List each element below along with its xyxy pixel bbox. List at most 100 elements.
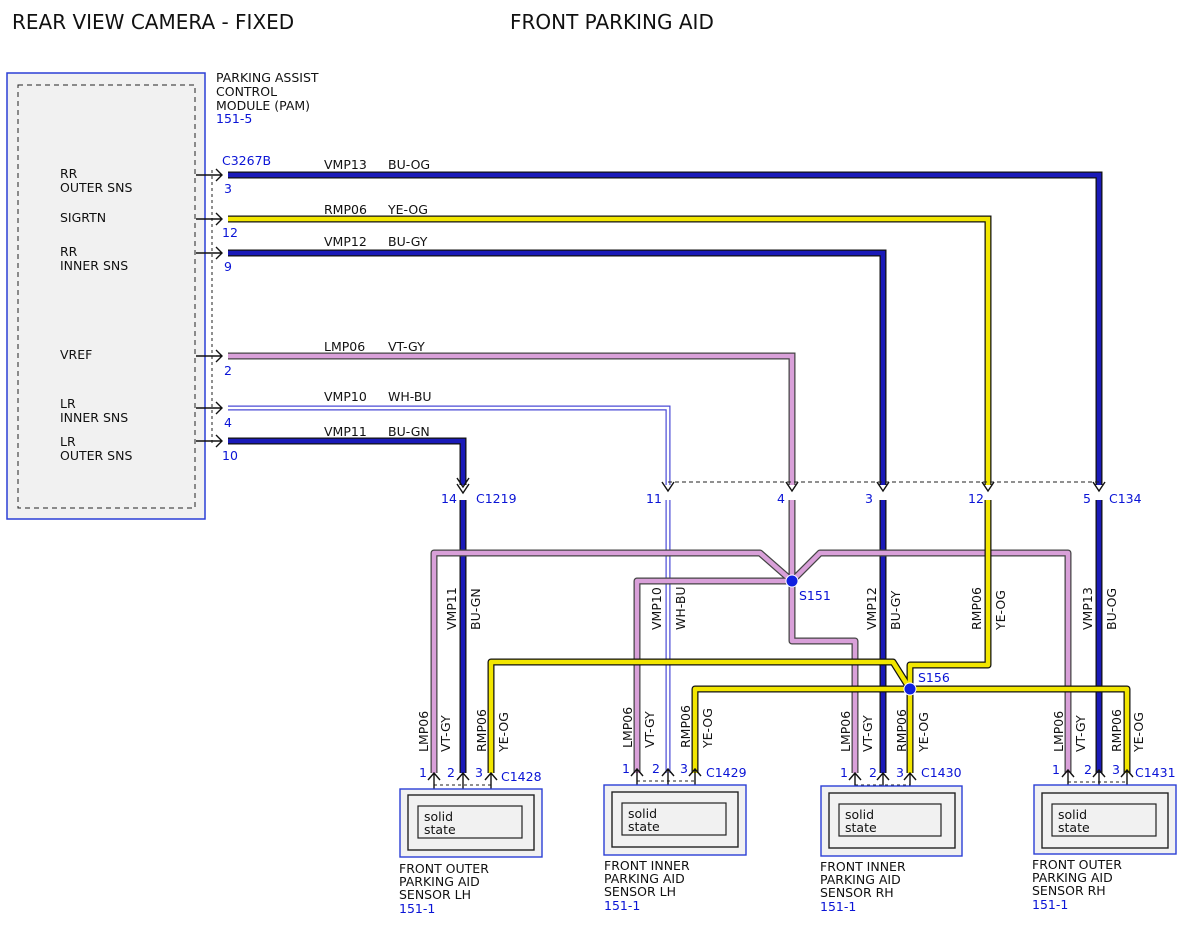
- s3-name-1: FRONT INNER: [820, 859, 906, 874]
- s3-pin-1: 1: [840, 765, 848, 780]
- pin-label-rr-outer-2: OUTER SNS: [60, 180, 132, 195]
- pin-label-sigrtn: SIGRTN: [60, 210, 106, 225]
- s2-pin-1: 1: [622, 761, 630, 776]
- splice-s151-label: S151: [799, 588, 831, 603]
- wire-vmp12: [228, 249, 887, 485]
- s1-state: state: [424, 822, 456, 837]
- s4-name-1: FRONT OUTER: [1032, 857, 1122, 872]
- s4-connector-name: C1431: [1135, 765, 1176, 780]
- s2-solid: solid: [628, 806, 657, 821]
- s1-wire-rmp06: RMP06: [474, 709, 489, 752]
- wire-color-bu-gy: BU-GY: [388, 234, 428, 249]
- s3-connector-name: C1430: [921, 765, 962, 780]
- pam-connector-name: C3267B: [222, 153, 271, 168]
- wire-color-wh-bu: WH-BU: [388, 389, 432, 404]
- s3-state: state: [845, 820, 877, 835]
- wire-color-ye-og: YE-OG: [387, 202, 428, 217]
- pam-module-frame: [6, 72, 206, 520]
- vlabel-vmp12: VMP12: [864, 587, 879, 630]
- sensor-c1428: LMP06 VT-GY RMP06 YE-OG 1 2 3 C1428 soli…: [399, 709, 543, 916]
- wire-vmp11: [228, 437, 467, 485]
- s1-wire-vt-gy: VT-GY: [438, 715, 453, 752]
- wire-label-vmp11: VMP11: [324, 424, 367, 439]
- s1-ref: 151-1: [399, 901, 435, 916]
- s1-wire-lmp06: LMP06: [416, 711, 431, 752]
- s2-wire-lmp06: LMP06: [620, 707, 635, 748]
- s3-wire-lmp06: LMP06: [838, 711, 853, 752]
- pin-number-4: 4: [224, 415, 232, 430]
- s1-pin-2: 2: [447, 765, 455, 780]
- module-pin-arrows: [196, 168, 223, 448]
- s2-ref: 151-1: [604, 898, 640, 913]
- wire-label-rmp06: RMP06: [324, 202, 367, 217]
- wire-lmp06: [228, 352, 796, 485]
- s2-name-1: FRONT INNER: [604, 858, 690, 873]
- s2-wire-rmp06: RMP06: [678, 705, 693, 748]
- pin-label-lr-outer-2: OUTER SNS: [60, 448, 132, 463]
- pin-label-rr-inner-2: INNER SNS: [60, 258, 128, 273]
- s4-wire-lmp06: LMP06: [1051, 711, 1066, 752]
- c134-name: C134: [1109, 491, 1142, 506]
- vlabel-vmp13: VMP13: [1080, 587, 1095, 630]
- vlabel-vmp10: VMP10: [649, 587, 664, 630]
- inline-connector-chevrons: [456, 477, 1106, 495]
- c134-pin-4: 4: [777, 491, 785, 506]
- s4-name-2: PARKING AID: [1032, 870, 1113, 885]
- splice-s156-label: S156: [918, 670, 950, 685]
- s4-ref: 151-1: [1032, 897, 1068, 912]
- header-front-parking-aid: FRONT PARKING AID: [510, 10, 714, 34]
- s4-wire-ye-og: YE-OG: [1131, 712, 1146, 753]
- c134-pin-12: 12: [968, 491, 984, 506]
- pin-label-rr-outer-1: RR: [60, 166, 78, 181]
- c1219-pin: 14: [441, 491, 457, 506]
- wire-label-vmp13: VMP13: [324, 157, 367, 172]
- lower-yellow-wires: [487, 500, 1131, 773]
- s4-pin-3: 3: [1112, 762, 1120, 777]
- splice-s156-dot: [903, 682, 917, 696]
- s2-name-3: SENSOR LH: [604, 884, 676, 899]
- vlabel-ye-og: YE-OG: [993, 590, 1008, 631]
- s1-pin-1: 1: [419, 765, 427, 780]
- lower-violet-wires: [430, 500, 1072, 773]
- s2-pin-3: 3: [680, 761, 688, 776]
- c134-pin-3: 3: [865, 491, 873, 506]
- s2-connector-name: C1429: [706, 765, 747, 780]
- pam-name-line-3: MODULE (PAM): [216, 98, 310, 113]
- s1-solid: solid: [424, 809, 453, 824]
- wire-label-vmp10: VMP10: [324, 389, 367, 404]
- c134-pin-5: 5: [1083, 491, 1091, 506]
- s3-wire-ye-og: YE-OG: [916, 712, 931, 753]
- vlabel-bu-gy: BU-GY: [888, 590, 903, 630]
- vlabel-rmp06: RMP06: [969, 587, 984, 630]
- s3-wire-rmp06: RMP06: [894, 709, 909, 752]
- pin-number-2: 2: [224, 363, 232, 378]
- s2-name-2: PARKING AID: [604, 871, 685, 886]
- s2-wire-vt-gy: VT-GY: [642, 711, 657, 748]
- sensor-c1431: LMP06 VT-GY RMP06 YE-OG 1 2 3 C1431 soli…: [1032, 709, 1177, 912]
- s3-wire-vt-gy: VT-GY: [860, 715, 875, 752]
- header-rear-view-camera: REAR VIEW CAMERA - FIXED: [12, 10, 294, 34]
- pam-ref: 151-5: [216, 111, 252, 126]
- wire-rmp06: [228, 215, 992, 485]
- wire-vmp13: [228, 171, 1103, 485]
- vlabel-vmp11: VMP11: [444, 587, 459, 630]
- pin-label-vref: VREF: [60, 347, 92, 362]
- wire-vmp10: [228, 405, 671, 485]
- wire-label-vmp12: VMP12: [324, 234, 367, 249]
- vlabel-bu-og: BU-OG: [1104, 588, 1119, 630]
- s3-name-2: PARKING AID: [820, 872, 901, 887]
- pin-label-rr-inner-1: RR: [60, 244, 78, 259]
- s1-connector-name: C1428: [501, 769, 542, 784]
- lower-blue-wires: [459, 500, 1103, 773]
- sensor-c1429: LMP06 VT-GY RMP06 YE-OG 1 2 3 C1429 soli…: [603, 705, 747, 913]
- pam-name-line-2: CONTROL: [216, 84, 277, 99]
- splice-s151-dot: [785, 574, 799, 588]
- c1219-name: C1219: [476, 491, 517, 506]
- pin-number-12: 12: [222, 225, 238, 240]
- s3-ref: 151-1: [820, 899, 856, 914]
- s3-pin-3: 3: [896, 765, 904, 780]
- pin-number-3: 3: [224, 181, 232, 196]
- s4-pin-1: 1: [1052, 762, 1060, 777]
- pin-label-lr-inner-1: LR: [60, 396, 76, 411]
